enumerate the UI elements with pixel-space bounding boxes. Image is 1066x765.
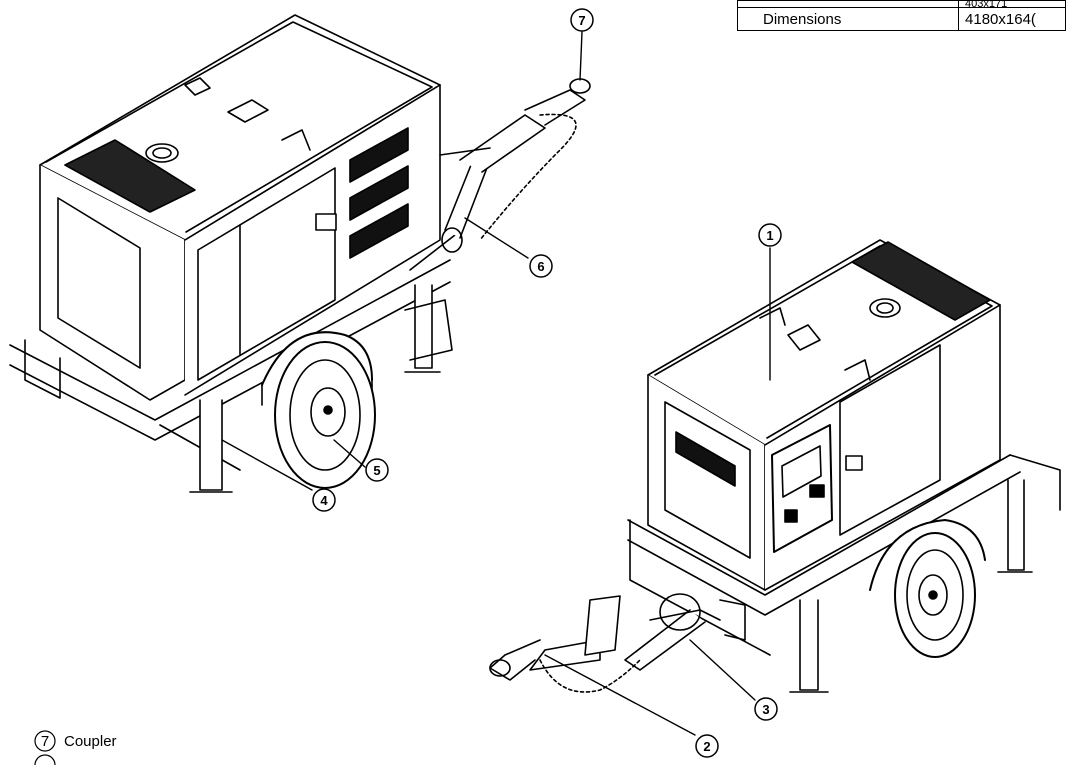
specifications-table: 403x171 Dimensions 4180x164( (736, 0, 1066, 31)
svg-text:7: 7 (578, 13, 585, 28)
callout-1: 1 (758, 223, 782, 247)
legend-number: 7 (41, 733, 49, 750)
spec-value-dimensions: 4180x164( (958, 7, 1066, 31)
legend-item-coupler: 7 Coupler (34, 730, 117, 752)
legend-item-cut (34, 754, 56, 765)
spec-row-dimensions: Dimensions 4180x164( (736, 7, 1066, 31)
svg-text:1: 1 (766, 228, 773, 243)
ventilation-grille (349, 127, 409, 259)
callout-6: 6 (529, 254, 553, 278)
callout-4: 4 (312, 488, 336, 512)
svg-text:6: 6 (537, 259, 544, 274)
callout-2: 2 (695, 734, 719, 758)
svg-text:5: 5 (373, 463, 380, 478)
generator-right-illustration (489, 239, 1061, 693)
callout-5: 5 (365, 458, 389, 482)
wheel-left (274, 341, 376, 489)
svg-text:2: 2 (703, 739, 710, 754)
legend-label: Coupler (64, 733, 117, 750)
callout-3: 3 (754, 697, 778, 721)
generator-left-illustration (9, 14, 591, 493)
svg-text:3: 3 (762, 702, 769, 717)
leader-lines (221, 31, 771, 736)
spec-label-dimensions: Dimensions (736, 7, 960, 31)
wheel-right (894, 532, 976, 658)
svg-text:4: 4 (320, 493, 328, 508)
callout-7: 7 (570, 8, 594, 32)
